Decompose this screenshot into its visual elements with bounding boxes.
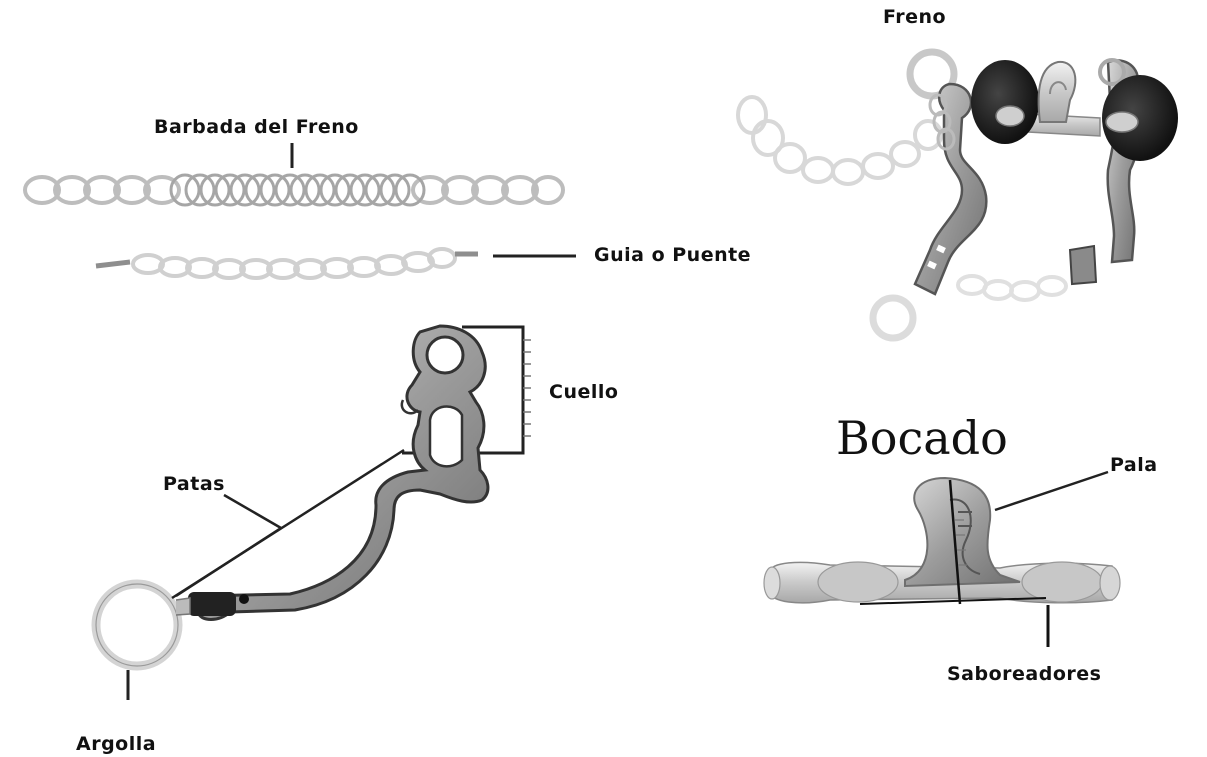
bridge-chain bbox=[96, 249, 576, 278]
label-guia-o-puente: Guia o Puente bbox=[594, 244, 751, 266]
label-cuello: Cuello bbox=[549, 381, 618, 403]
label-argolla: Argolla bbox=[76, 733, 156, 755]
label-bocado: Bocado bbox=[836, 411, 1008, 465]
label-freno: Freno bbox=[883, 6, 946, 28]
bit-side-view bbox=[96, 326, 531, 700]
label-saboreadores: Saboreadores bbox=[947, 663, 1101, 685]
curb-chain bbox=[25, 143, 563, 205]
full-bit-illustration bbox=[738, 52, 1178, 338]
mouthpiece-illustration bbox=[764, 472, 1120, 647]
label-pala: Pala bbox=[1110, 454, 1158, 476]
label-patas: Patas bbox=[163, 473, 225, 495]
label-barbada-del-freno: Barbada del Freno bbox=[154, 116, 359, 138]
